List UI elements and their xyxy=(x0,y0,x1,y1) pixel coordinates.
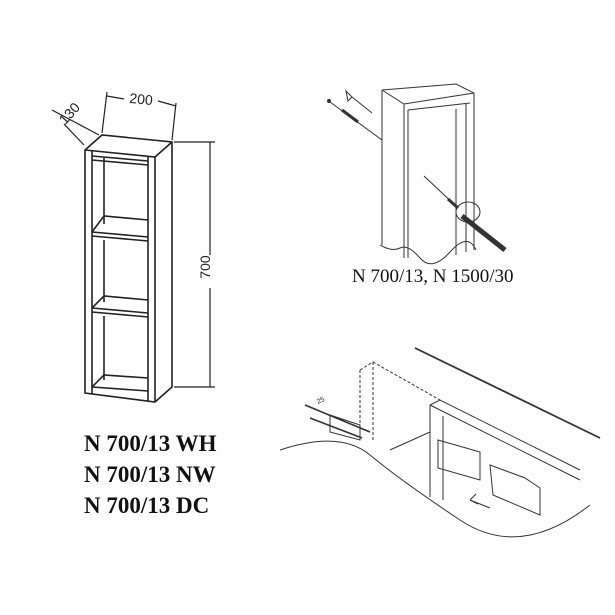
model-code-dc: N 700/13 DC xyxy=(84,493,210,518)
model-codes: N 700/13 WH N 700/13 NW N 700/13 DC xyxy=(84,428,216,521)
height-dimension: 700 xyxy=(197,255,213,279)
dimension-lines xyxy=(51,91,215,388)
depth-dimension: 130 xyxy=(55,99,83,127)
bracket-dimension: 25 xyxy=(316,396,326,406)
bracket-detail-drawing xyxy=(279,347,601,538)
wall-mount-drawing xyxy=(329,83,507,265)
width-dimension: 200 xyxy=(129,90,154,108)
model-code-nw: N 700/13 NW xyxy=(84,462,216,487)
model-code-wh: N 700/13 WH xyxy=(84,431,217,456)
screw-icon xyxy=(327,99,331,103)
shelf-unit-drawing xyxy=(84,134,173,403)
mounting-caption: N 700/13, N 1500/30 xyxy=(352,266,514,287)
